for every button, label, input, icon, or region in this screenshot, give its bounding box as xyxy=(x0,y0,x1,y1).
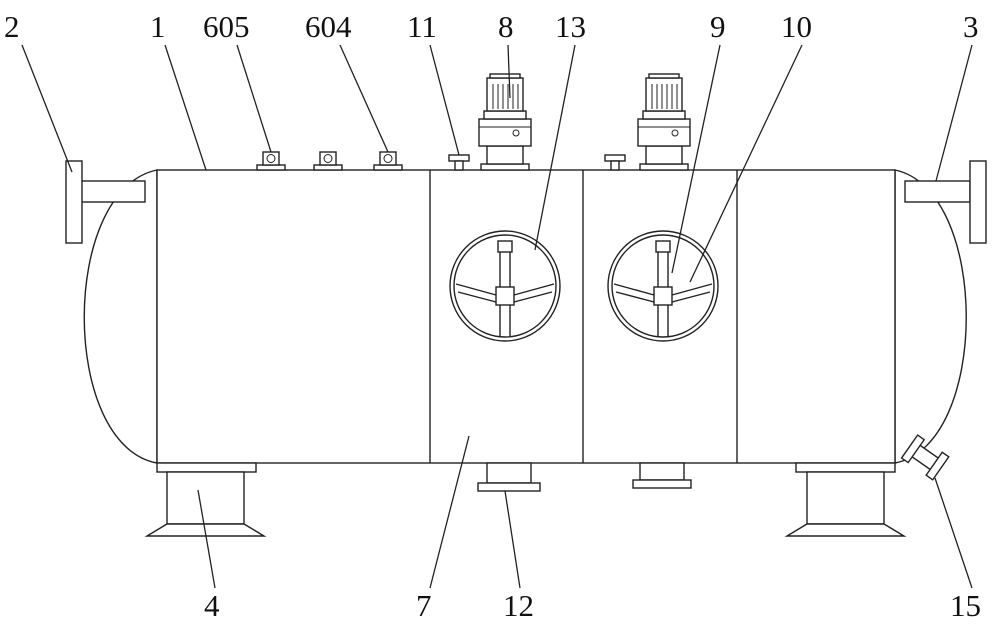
label-8: 8 xyxy=(498,9,514,44)
label-9: 9 xyxy=(710,9,726,44)
agitator-wheel-13 xyxy=(449,230,561,342)
right-head xyxy=(894,169,967,464)
top-fitting-604 xyxy=(373,151,403,171)
label-7: 7 xyxy=(416,588,432,623)
motor-2 xyxy=(637,73,691,171)
tank-body xyxy=(156,169,896,464)
top-fitting-middle xyxy=(313,151,343,171)
label-3: 3 xyxy=(963,9,979,44)
small-valve-2 xyxy=(604,154,626,171)
leader-lines xyxy=(21,44,973,589)
label-4: 4 xyxy=(204,588,220,623)
label-605: 605 xyxy=(203,9,250,44)
agitator-wheel-9 xyxy=(607,230,719,342)
label-10: 10 xyxy=(781,9,812,44)
bottom-outlet-2 xyxy=(632,462,692,489)
left-support-leg xyxy=(144,462,267,537)
motor-8 xyxy=(478,73,532,171)
right-support-leg xyxy=(784,462,907,537)
label-11: 11 xyxy=(407,9,437,44)
label-15: 15 xyxy=(950,588,981,623)
label-13: 13 xyxy=(555,9,586,44)
inlet-pipe xyxy=(65,160,146,244)
small-valve-11 xyxy=(448,154,470,171)
label-604: 604 xyxy=(305,9,352,44)
drain-valve xyxy=(900,434,950,481)
left-head xyxy=(83,169,158,464)
label-1: 1 xyxy=(150,9,166,44)
outlet-pipe xyxy=(904,160,987,244)
label-12: 12 xyxy=(503,588,534,623)
bottom-drain-outlet xyxy=(477,462,541,492)
top-fitting-605 xyxy=(256,151,286,171)
label-2: 2 xyxy=(4,9,20,44)
